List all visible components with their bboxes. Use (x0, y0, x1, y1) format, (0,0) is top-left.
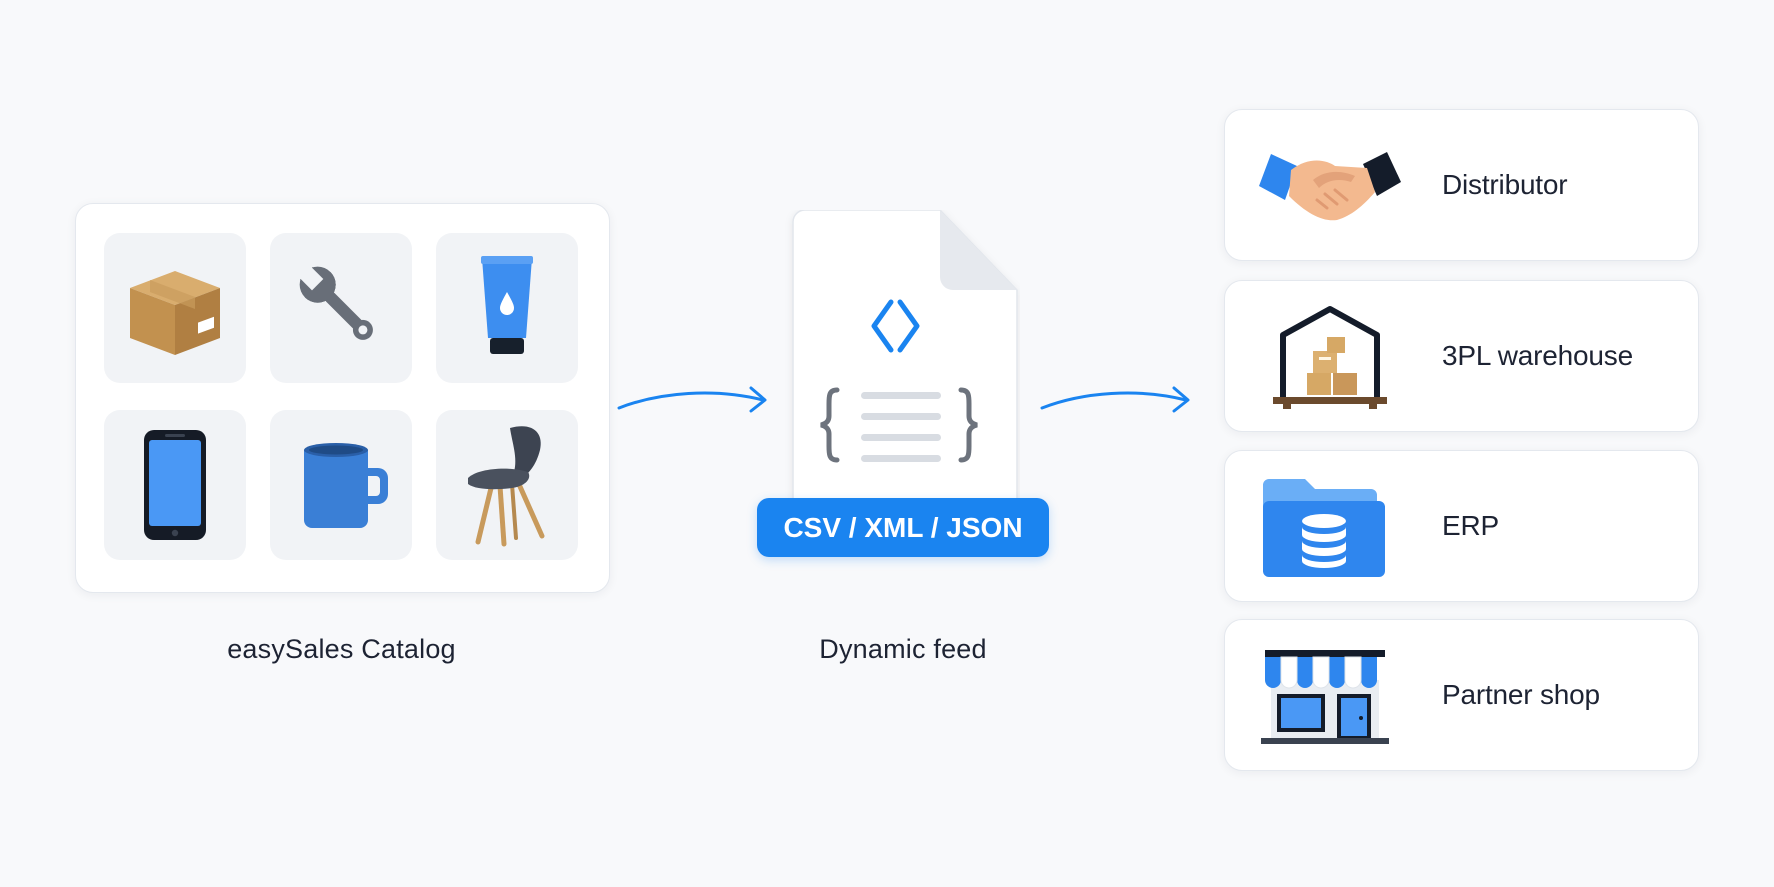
destination-label: Partner shop (1442, 679, 1600, 710)
destination-label: 3PL warehouse (1442, 340, 1633, 371)
wrench-icon (296, 263, 373, 340)
catalog-item-wrench (270, 233, 412, 383)
catalog-item-box (104, 233, 246, 383)
tube-icon (481, 256, 533, 354)
smartphone-icon (144, 430, 206, 540)
feed-document (785, 209, 1020, 511)
catalog-panel (75, 203, 610, 593)
chair-icon (468, 426, 545, 547)
code-document-icon (792, 209, 1018, 511)
catalog-item-phone (104, 410, 246, 560)
cardboard-box-icon (130, 271, 220, 355)
destination-card-3pl-warehouse: 3PL warehouse (1224, 280, 1699, 432)
format-badge: CSV / XML / JSON (757, 498, 1049, 557)
warehouse-icon (1273, 306, 1387, 409)
destination-label: Distributor (1442, 169, 1568, 200)
storefront-icon (1261, 650, 1389, 744)
arrow-right-icon (617, 386, 767, 413)
catalog-item-tube (436, 233, 578, 383)
arrow-right-icon (1040, 386, 1190, 413)
destination-card-distributor: Distributor (1224, 109, 1699, 261)
mug-icon (304, 443, 388, 528)
catalog-item-mug (270, 410, 412, 560)
handshake-icon (1259, 152, 1401, 221)
database-folder-icon (1263, 479, 1385, 577)
destination-label: ERP (1442, 510, 1499, 541)
destination-card-partner-shop: Partner shop (1224, 619, 1699, 771)
catalog-item-chair (436, 410, 578, 560)
feed-caption: Dynamic feed (819, 634, 987, 664)
destination-card-erp: ERP (1224, 450, 1699, 602)
catalog-caption: easySales Catalog (227, 634, 456, 664)
